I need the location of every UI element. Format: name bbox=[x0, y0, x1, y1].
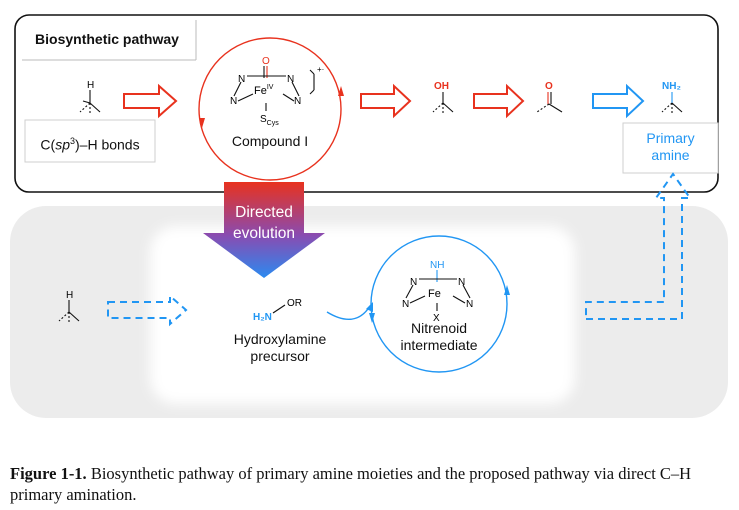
atom-nh-nitrenoid: NH bbox=[430, 260, 444, 271]
alcohol-molecule bbox=[432, 92, 454, 114]
product-label-line1: Primary bbox=[646, 130, 695, 146]
atom-nh2: NH₂ bbox=[662, 81, 681, 92]
arrow-alcohol-to-ketone bbox=[473, 83, 525, 119]
arrow-ketone-to-amine bbox=[592, 83, 645, 119]
pathway-title: Biosynthetic pathway bbox=[35, 31, 179, 47]
atom-fe-nitrenoid: Fe bbox=[428, 288, 441, 300]
atom-x-nitrenoid: X bbox=[433, 313, 440, 324]
ketone-molecule bbox=[536, 92, 563, 113]
dashed-arrow-substrate-to-precursor bbox=[107, 293, 188, 327]
precursor-label-line1: Hydroxylamine bbox=[233, 331, 327, 347]
figure-caption: Figure 1-1. Biosynthetic pathway of prim… bbox=[10, 463, 730, 505]
directed-evolution-line2: evolution bbox=[232, 225, 296, 242]
directed-evolution-line1: Directed bbox=[235, 204, 293, 221]
compound-i-bonds bbox=[233, 66, 315, 111]
substrate-label-pre: C( bbox=[40, 136, 56, 153]
directed-evolution-label: Directed evolution bbox=[214, 202, 314, 244]
atom-s-compound-i: SCys bbox=[260, 114, 279, 127]
compound-i-charge: +· bbox=[317, 65, 324, 74]
atom-fe-compound-i: FeIV bbox=[254, 84, 274, 97]
dashed-arrow-to-primary-amine bbox=[585, 172, 692, 320]
atom-o-compound-i: O bbox=[262, 56, 270, 67]
substrate-label-sup: 3 bbox=[69, 136, 75, 146]
atom-n3-nitrenoid: N bbox=[402, 299, 409, 310]
product-label-box bbox=[622, 122, 719, 174]
atom-oh: OH bbox=[434, 81, 449, 92]
atom-o-ketone: O bbox=[545, 81, 553, 92]
product-label: Primary amine bbox=[623, 130, 718, 164]
compound-i-cycle bbox=[198, 37, 344, 181]
precursor-label: Hydroxylamine precursor bbox=[215, 331, 345, 365]
atom-n1-nitrenoid: N bbox=[410, 277, 417, 288]
atom-or: OR bbox=[287, 298, 302, 309]
arrow-compound-i-to-alcohol bbox=[360, 83, 412, 119]
intermediate-label: Nitrenoid intermediate bbox=[384, 320, 494, 354]
hydroxylamine-bonds bbox=[272, 304, 286, 314]
atom-n3-compound-i: N bbox=[230, 96, 237, 107]
atom-h2n: H₂N bbox=[253, 312, 272, 323]
compound-i-label: Compound I bbox=[231, 133, 309, 149]
atom-n2-nitrenoid: N bbox=[458, 277, 465, 288]
arrow-substrate-to-compound-i bbox=[123, 83, 178, 119]
amine-molecule bbox=[661, 92, 683, 114]
substrate-molecule-bottom bbox=[58, 300, 80, 324]
atom-n4-nitrenoid: N bbox=[466, 299, 473, 310]
atom-n4-compound-i: N bbox=[294, 96, 301, 107]
precursor-label-line2: precursor bbox=[250, 348, 310, 364]
atom-h-top-substrate: H bbox=[87, 80, 94, 91]
substrate-label: C(sp3)–H bonds bbox=[25, 133, 155, 154]
atom-n1-compound-i: N bbox=[238, 74, 245, 85]
intermediate-label-line1: Nitrenoid bbox=[410, 320, 468, 336]
product-label-line2: amine bbox=[651, 147, 690, 163]
intermediate-label-line2: intermediate bbox=[400, 337, 478, 353]
caption-text: Biosynthetic pathway of primary amine mo… bbox=[10, 464, 692, 504]
nitrenoid-bonds bbox=[405, 270, 471, 311]
substrate-molecule bbox=[79, 90, 101, 114]
atom-n2-compound-i: N bbox=[287, 74, 294, 85]
title-tab bbox=[22, 20, 197, 61]
substrate-label-sp: sp bbox=[55, 136, 70, 153]
atom-h-bottom-substrate: H bbox=[66, 290, 73, 301]
substrate-label-box bbox=[24, 119, 156, 163]
directed-evolution-arrow bbox=[203, 182, 325, 278]
substrate-label-post: )–H bonds bbox=[75, 136, 140, 153]
figure-label: Figure 1-1. bbox=[10, 464, 87, 483]
